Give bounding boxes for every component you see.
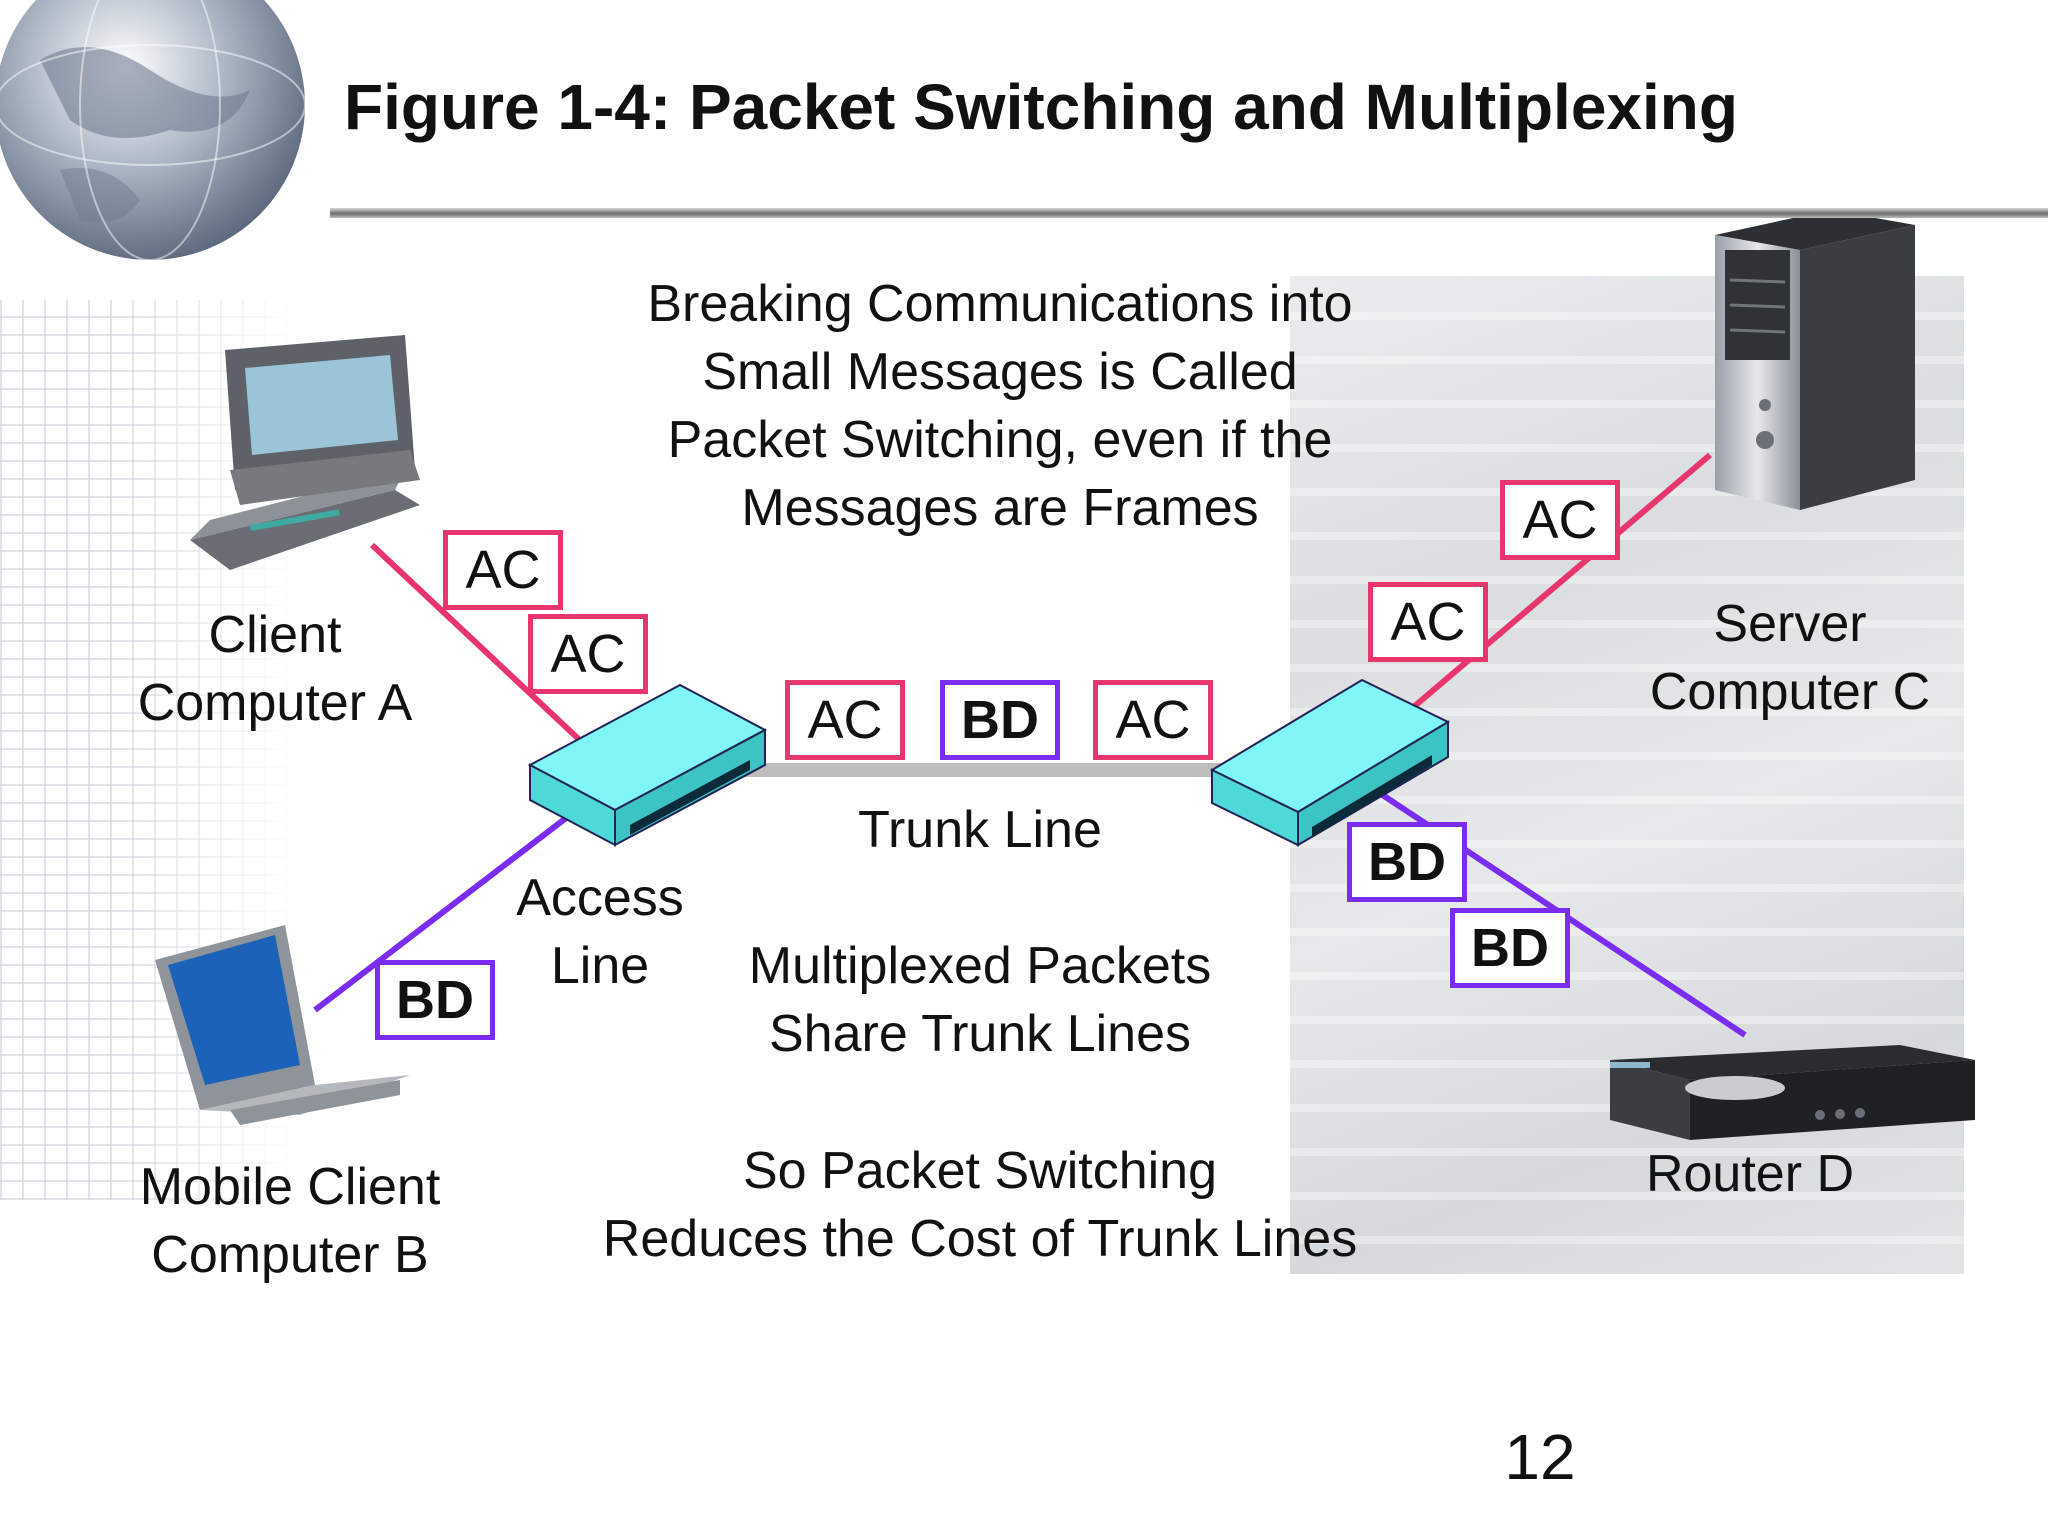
note-line: Breaking Communications into bbox=[647, 275, 1353, 333]
multiplexed-note: Multiplexed Packets Share Trunk Lines bbox=[690, 932, 1270, 1068]
note-line: Messages are Frames bbox=[741, 479, 1259, 537]
switch-icon bbox=[1209, 678, 1451, 847]
client-computer-a-label: Client Computer A bbox=[110, 601, 440, 737]
label-line: Mobile Client bbox=[139, 1158, 441, 1216]
packet-bd: BD bbox=[375, 960, 495, 1040]
trunk-line-label: Trunk Line bbox=[858, 801, 1102, 859]
packet-ac: AC bbox=[785, 680, 905, 760]
switch-icon bbox=[527, 683, 768, 847]
packet-bd: BD bbox=[1347, 822, 1467, 902]
note-line: Small Messages is Called bbox=[702, 343, 1298, 401]
packet-bd: BD bbox=[940, 680, 1060, 760]
label-line: Computer B bbox=[151, 1226, 429, 1284]
packet-ac: AC bbox=[528, 614, 648, 694]
router-icon bbox=[1610, 1045, 1975, 1140]
access-line-b bbox=[313, 812, 572, 1013]
packet-switching-note: Breaking Communications into Small Messa… bbox=[600, 270, 1400, 542]
label-line: Access bbox=[516, 869, 684, 927]
access-line-c bbox=[1408, 452, 1712, 713]
page-number: 12 bbox=[1504, 1421, 1576, 1493]
note-line: So Packet Switching bbox=[742, 1142, 1218, 1200]
label-line: Computer A bbox=[137, 674, 413, 732]
label-line: Server bbox=[1713, 595, 1867, 653]
packet-ac: AC bbox=[1500, 480, 1620, 560]
packet-ac: AC bbox=[1368, 582, 1488, 662]
note-line: Share Trunk Lines bbox=[768, 1005, 1192, 1063]
label-line: Line bbox=[550, 937, 650, 995]
packet-ac: AC bbox=[443, 530, 563, 610]
note-line: Multiplexed Packets bbox=[748, 937, 1212, 995]
server-tower-icon bbox=[1715, 210, 1915, 510]
page-title: Figure 1-4: Packet Switching and Multipl… bbox=[344, 71, 1738, 143]
desktop-computer-icon bbox=[190, 335, 420, 570]
access-line-label: Access Line bbox=[470, 864, 730, 1000]
laptop-icon bbox=[155, 925, 410, 1125]
note-line: Packet Switching, even if the bbox=[667, 411, 1333, 469]
server-computer-c-label: Server Computer C bbox=[1620, 590, 1960, 726]
packet-bd: BD bbox=[1450, 908, 1570, 988]
access-line-a bbox=[369, 542, 588, 748]
label-line: Computer C bbox=[1649, 663, 1931, 721]
title-rule bbox=[330, 208, 2048, 218]
label-line: Client bbox=[208, 606, 342, 664]
mobile-client-computer-b-label: Mobile Client Computer B bbox=[110, 1153, 470, 1289]
globe-icon bbox=[0, 0, 306, 261]
packet-ac: AC bbox=[1093, 680, 1213, 760]
router-d-label: Router D bbox=[1645, 1145, 1855, 1203]
note-line: Reduces the Cost of Trunk Lines bbox=[602, 1210, 1358, 1268]
cost-note: So Packet Switching Reduces the Cost of … bbox=[555, 1137, 1405, 1273]
